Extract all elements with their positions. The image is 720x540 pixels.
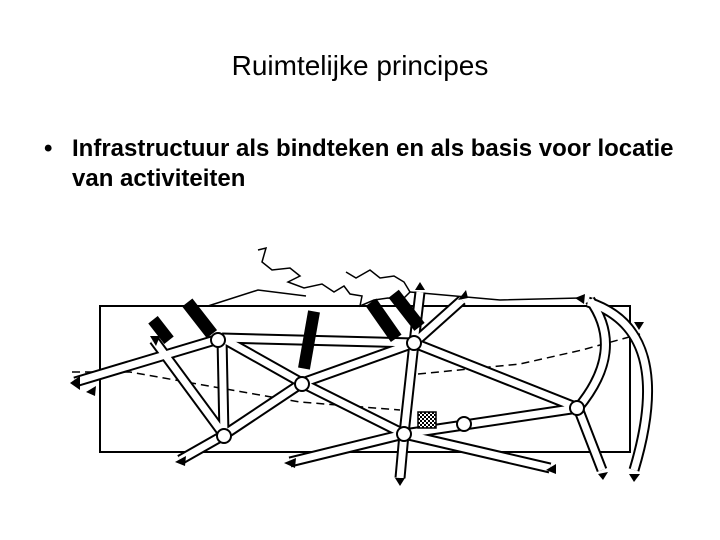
outer-connector-lines — [207, 289, 581, 307]
coastline-line — [257, 246, 411, 308]
network-node — [456, 416, 472, 432]
bullet-item: • Infrastructuur als bindteken en als ba… — [40, 134, 680, 194]
network-node — [396, 426, 412, 442]
road-end-arrow-icons — [70, 282, 644, 486]
network-node — [216, 428, 232, 444]
activity-bars — [148, 289, 425, 370]
network-node — [569, 400, 585, 416]
bullet-text: Infrastructuur als bindteken en als basi… — [72, 135, 674, 192]
network-nodes — [210, 332, 585, 444]
infrastructure-network-diagram — [70, 246, 654, 486]
bullet-marker: • — [44, 135, 53, 162]
network-node — [406, 335, 422, 351]
network-node — [294, 376, 310, 392]
network-node — [210, 332, 226, 348]
road-network — [73, 291, 654, 479]
bullet-list: • Infrastructuur als bindteken en als ba… — [40, 134, 680, 194]
hatched-activity-square — [417, 411, 437, 429]
slide-title: Ruimtelijke principes — [231, 50, 489, 81]
